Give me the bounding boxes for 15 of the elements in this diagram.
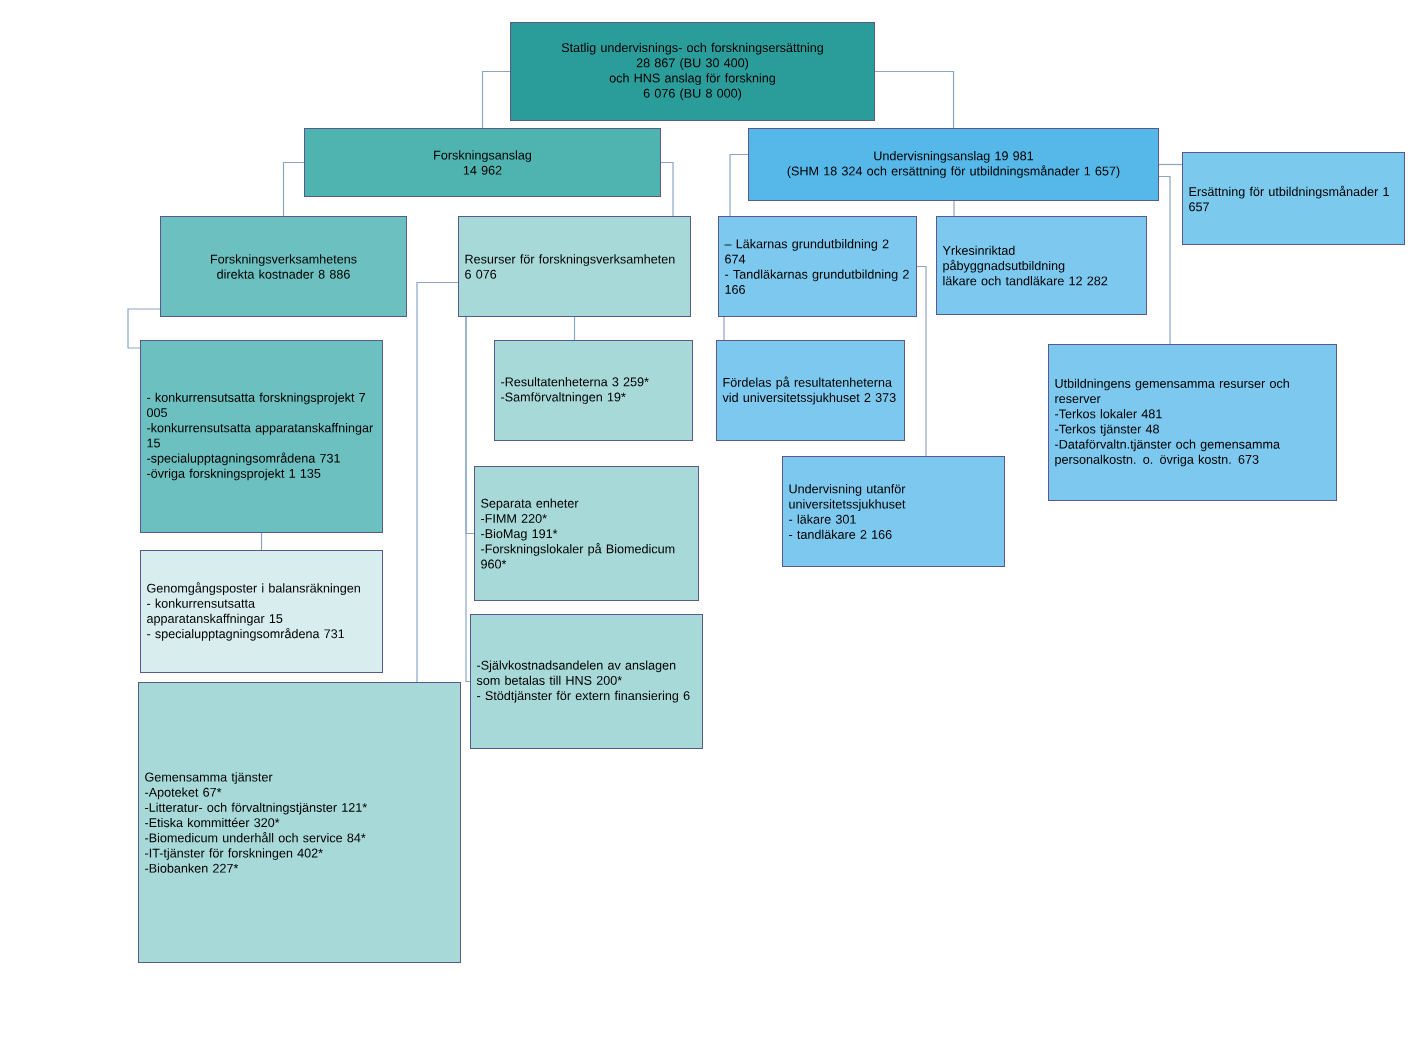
connector-line [874,70,955,129]
connector-line [916,265,927,457]
connector-line [1158,163,1183,166]
connector-line [729,153,749,217]
connector-line [127,308,161,349]
connector-line [282,161,305,217]
connector-line [723,316,725,341]
connector-line [260,532,263,551]
connector-line [660,161,674,217]
connector-line [416,281,459,683]
connector-line [465,316,471,683]
connector-line [573,316,576,341]
connector-line [953,200,955,217]
connector-line [1158,175,1171,345]
connector-line [481,70,511,129]
